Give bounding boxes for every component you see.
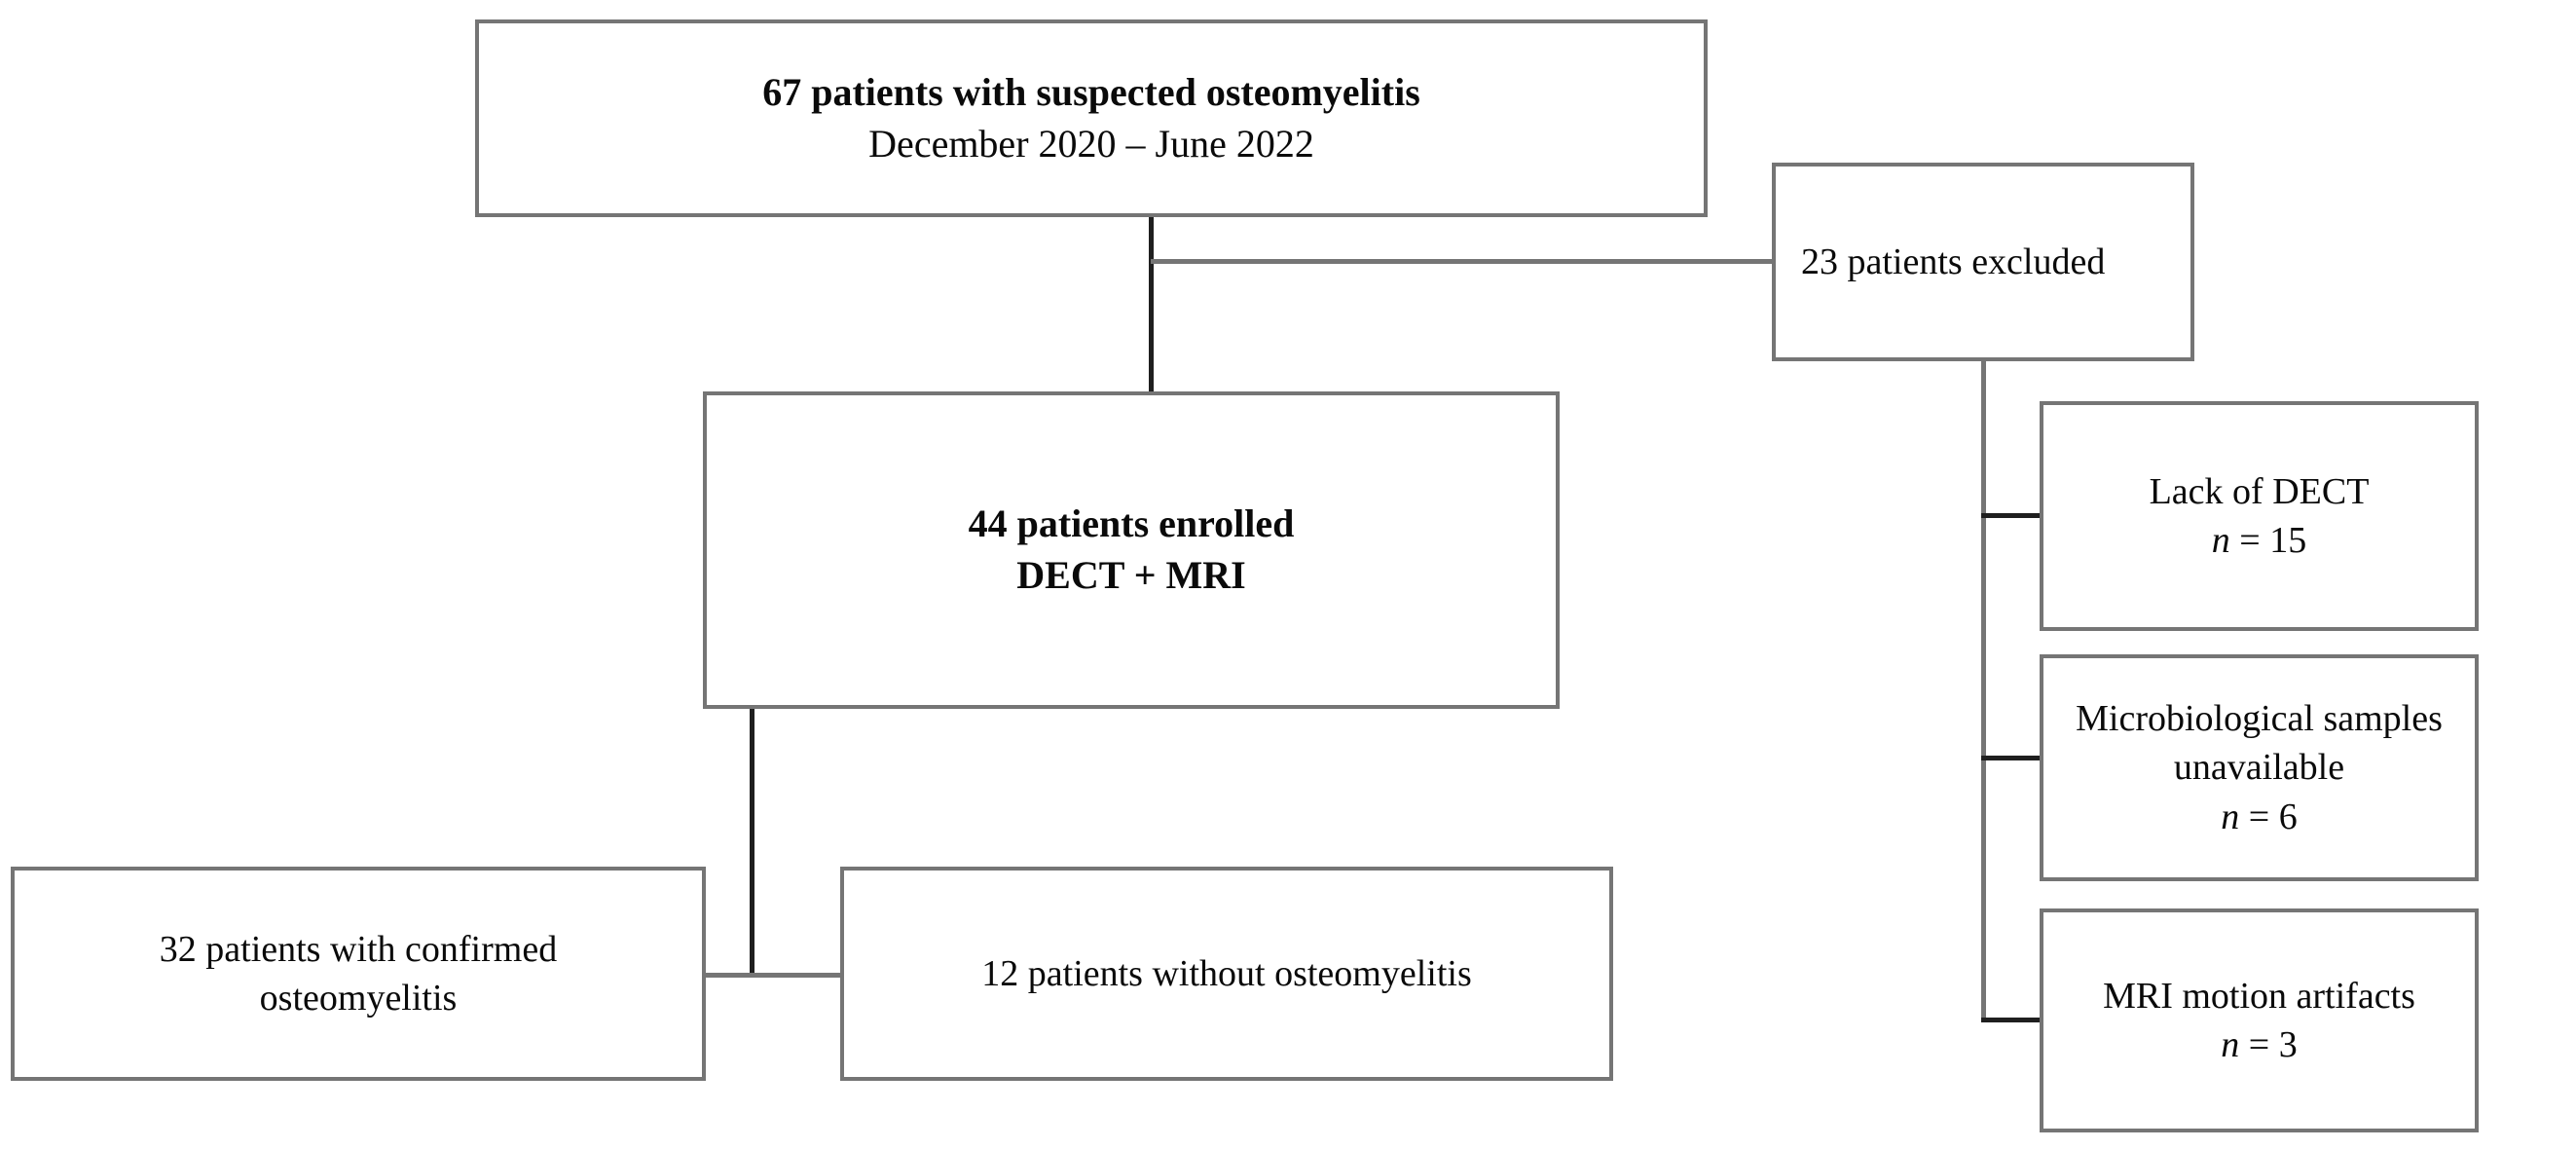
node-lack-of-dect-line-0: Lack of DECT [2149, 470, 2370, 512]
node-microbiological-line-0: Microbiological samples [2076, 698, 2443, 740]
node-without-line-0: 12 patients without osteomyelitis [981, 952, 1472, 994]
count-symbol-n: n [2221, 796, 2240, 837]
connector-enrolled-to-confirmed [703, 973, 754, 978]
node-lack-of-dect-count: n = 15 [2053, 516, 2465, 565]
node-excluded-line-0: 23 patients excluded [1801, 241, 2106, 282]
node-microbiological-count: n = 6 [2053, 793, 2465, 841]
connector-enrolled-to-without [750, 973, 842, 978]
node-microbiological-unavailable[interactable]: Microbiological samples unavailable n = … [2040, 654, 2479, 881]
node-mri-motion-artifacts[interactable]: MRI motion artifacts n = 3 [2040, 908, 2479, 1132]
connector-enrolled-trunk [750, 709, 754, 976]
connector-source-to-enrolled [1149, 217, 1154, 392]
node-enrolled[interactable]: 44 patients enrolled DECT + MRI [703, 391, 1560, 709]
connector-excluded-trunk [1981, 361, 1986, 1021]
node-enrollment-source-line-1: December 2020 – June 2022 [868, 121, 1314, 166]
node-enrolled-line-1: DECT + MRI [1016, 553, 1246, 597]
node-confirmed-line-0: 32 patients with confirmed [159, 928, 558, 970]
connector-excluded-to-lack-dect [1981, 513, 2042, 518]
node-enrollment-source[interactable]: 67 patients with suspected osteomyelitis… [475, 19, 1708, 217]
count-value: = 3 [2248, 1024, 2298, 1065]
node-microbiological-line-1: unavailable [2173, 747, 2345, 789]
node-confirmed-line-1: osteomyelitis [259, 978, 458, 1019]
node-enrolled-line-0: 44 patients enrolled [968, 501, 1295, 546]
node-lack-of-dect[interactable]: Lack of DECT n = 15 [2040, 401, 2479, 631]
node-mri-artifacts-count: n = 3 [2053, 1020, 2465, 1069]
node-mri-artifacts-line-0: MRI motion artifacts [2103, 975, 2415, 1017]
node-without-osteomyelitis[interactable]: 12 patients without osteomyelitis [840, 867, 1613, 1081]
connector-excluded-to-microbiological [1981, 756, 2042, 760]
node-excluded[interactable]: 23 patients excluded [1772, 163, 2194, 361]
node-enrollment-source-line-0: 67 patients with suspected osteomyelitis [762, 69, 1420, 114]
connector-source-to-excluded [1151, 259, 1774, 264]
connector-excluded-to-mri-artifacts [1981, 1018, 2042, 1022]
node-confirmed-osteomyelitis[interactable]: 32 patients with confirmed osteomyelitis [11, 867, 706, 1081]
count-symbol-n: n [2221, 1024, 2240, 1065]
count-value: = 6 [2248, 796, 2298, 837]
count-value: = 15 [2239, 520, 2307, 561]
count-symbol-n: n [2211, 520, 2230, 561]
